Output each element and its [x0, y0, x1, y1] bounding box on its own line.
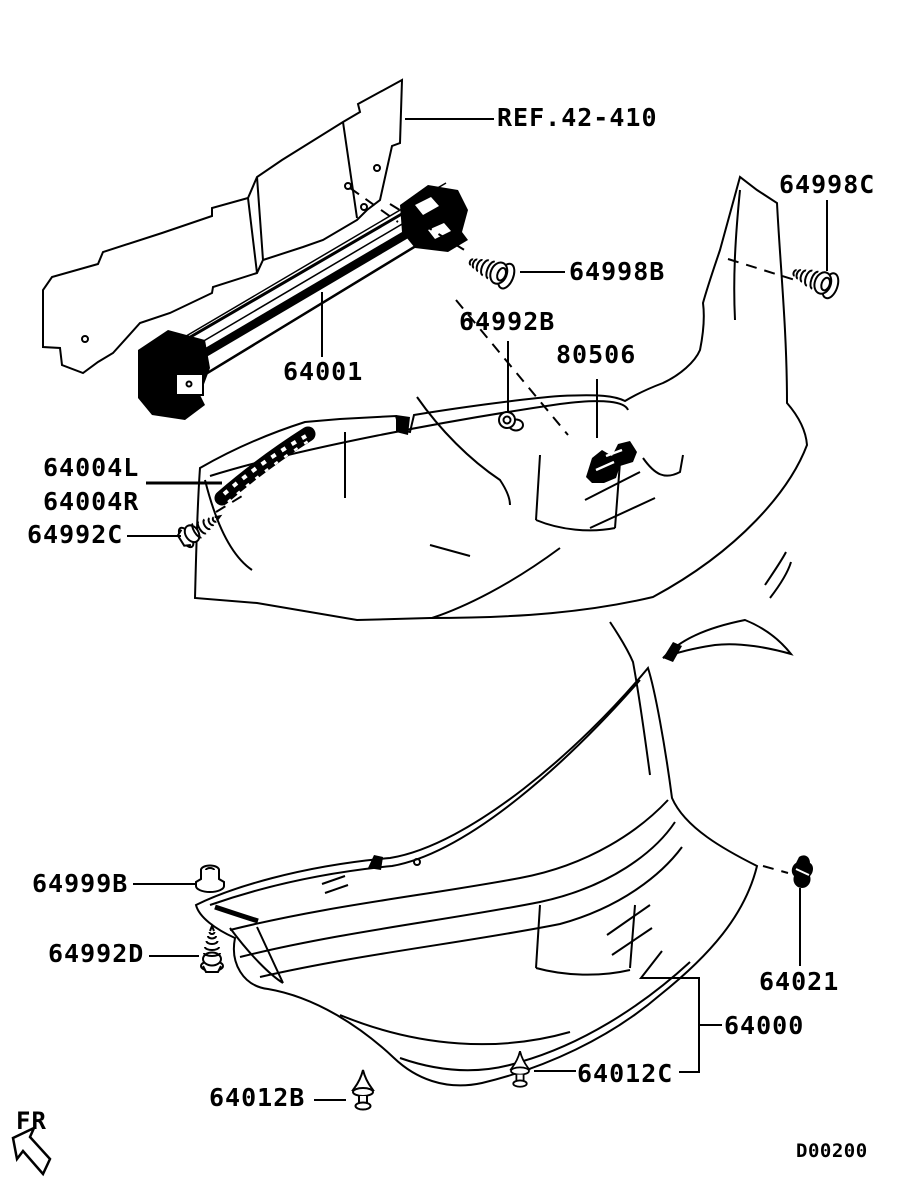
callout-64012b[interactable]: 64012B	[209, 1083, 306, 1112]
reinforcement-right-bracket	[400, 185, 468, 252]
callout-64001[interactable]: 64001	[283, 357, 364, 386]
bumper-reinforcement-drawing	[138, 182, 468, 420]
grommet-64992b-icon	[498, 411, 524, 432]
leader-lines	[127, 118, 828, 1101]
callout-80506[interactable]: 80506	[556, 340, 637, 369]
grommet-nut-64999b-icon	[195, 864, 225, 893]
callout-64992b[interactable]: 64992B	[459, 307, 556, 336]
callout-64992c[interactable]: 64992C	[27, 520, 124, 549]
striker-80506-icon	[586, 441, 637, 483]
reinforcement-left-bracket	[138, 330, 210, 420]
callout-64021[interactable]: 64021	[759, 967, 840, 996]
lower-bumper-drawing	[194, 618, 813, 1087]
callout-64000[interactable]: 64000	[724, 1011, 805, 1040]
push-clip-64012c-icon	[509, 1050, 531, 1088]
top-edge-tab	[396, 415, 410, 435]
screw-64992d-icon	[200, 923, 224, 973]
rear-end-body-panel-drawing	[42, 78, 404, 375]
bolt-64998c-icon	[792, 269, 840, 300]
callout-64998b[interactable]: 64998B	[569, 257, 666, 286]
top-edge-tab-2	[368, 855, 383, 870]
push-clip-64012b-icon	[351, 1069, 375, 1111]
diagram-code: D00200	[796, 1140, 868, 1162]
upper-bumper-fascia-drawing	[193, 175, 809, 622]
leader-64000-bracket	[638, 950, 722, 1073]
bolt-64998b-icon	[468, 258, 516, 290]
callout-64992d[interactable]: 64992D	[48, 939, 145, 968]
clip-64021-icon	[791, 855, 813, 888]
callout-64004l[interactable]: 64004L	[43, 453, 140, 482]
fr-direction-label: FR	[16, 1107, 47, 1135]
screw-64992c-icon	[176, 514, 223, 549]
callout-64999b[interactable]: 64999B	[32, 869, 129, 898]
callout-64012c[interactable]: 64012C	[577, 1059, 674, 1088]
callout-64998c[interactable]: 64998C	[779, 170, 876, 199]
callout-64004r[interactable]: 64004R	[43, 487, 140, 516]
side-bracket-64004-drawing	[214, 426, 316, 506]
callout-ref-42-410[interactable]: REF.42-410	[497, 103, 658, 132]
fr-direction-arrow-icon	[11, 1125, 52, 1177]
